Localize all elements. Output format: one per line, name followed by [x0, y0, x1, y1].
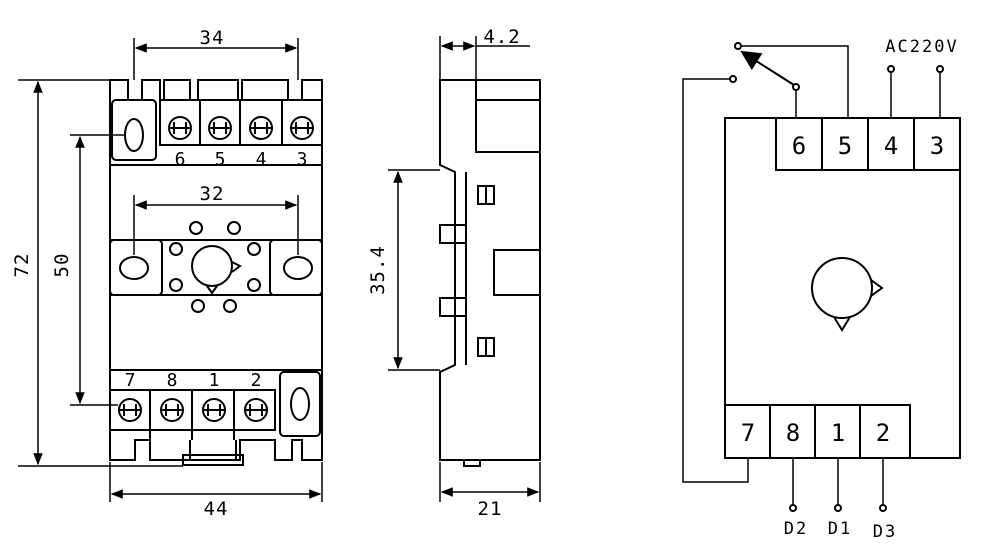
screw-icon [249, 116, 273, 140]
front-mount-slot-bottom [279, 371, 321, 437]
front-mount-lug-left [109, 239, 163, 296]
front-view: 6 5 4 3 [11, 27, 323, 520]
front-dim-top: 34 [200, 27, 225, 49]
wiring-bottom-terminal: 7 [741, 419, 755, 447]
lead-label: D1 [828, 519, 852, 539]
screw-icon [244, 398, 268, 422]
front-mount-lug-right [269, 239, 323, 296]
front-dim-height: 72 [11, 253, 33, 278]
wiring-top-terminal: 3 [930, 132, 944, 160]
screw-icon [202, 398, 226, 422]
wiring-bottom-terminal: 1 [831, 419, 845, 447]
side-dim-top: 4.2 [483, 26, 520, 48]
bottom-screws [118, 398, 268, 422]
front-bottom-clip [182, 454, 244, 466]
screw-icon [290, 116, 314, 140]
wiring-top-terminal: 4 [884, 132, 898, 160]
wiring-top-terminal: 6 [792, 132, 806, 160]
front-top-pin-label: 3 [297, 149, 308, 170]
knob-icon [811, 257, 884, 332]
front-bottom-pin-label: 8 [167, 370, 178, 391]
front-dim-inner: 32 [200, 183, 225, 205]
side-view: 4.2 35.4 21 [367, 26, 541, 520]
front-bottom-pin-label: 1 [209, 370, 220, 391]
front-dim-holes: 50 [51, 253, 73, 278]
wiring-bottom-terminal: 2 [876, 419, 890, 447]
screw-icon [208, 116, 232, 140]
lead-label: D2 [784, 519, 808, 539]
wiring-top-terminal: 5 [838, 132, 852, 160]
front-top-pin-label: 4 [256, 149, 267, 170]
front-top-pin-label: 6 [175, 149, 186, 170]
octal-socket [169, 221, 261, 313]
side-dim-mid: 35.4 [367, 245, 389, 295]
screw-icon [118, 398, 142, 422]
front-dim-bottom: 44 [204, 498, 229, 520]
wiring-diagram: 6 5 4 3 7 8 1 2 [682, 37, 961, 542]
front-top-pin-label: 5 [215, 149, 226, 170]
screw-icon [168, 116, 192, 140]
front-bottom-pin-label: 2 [251, 370, 262, 391]
top-screws [168, 116, 314, 140]
front-bottom-pin-label: 7 [125, 370, 136, 391]
lead-label: D3 [873, 522, 897, 542]
supply-label: AC220V [885, 37, 958, 57]
wiring-bottom-terminal: 8 [786, 419, 800, 447]
side-body-outline [439, 79, 541, 461]
front-mount-slot-top [111, 99, 157, 161]
relay-switch [682, 42, 849, 483]
side-dim-bottom: 21 [478, 498, 503, 520]
screw-icon [160, 398, 184, 422]
